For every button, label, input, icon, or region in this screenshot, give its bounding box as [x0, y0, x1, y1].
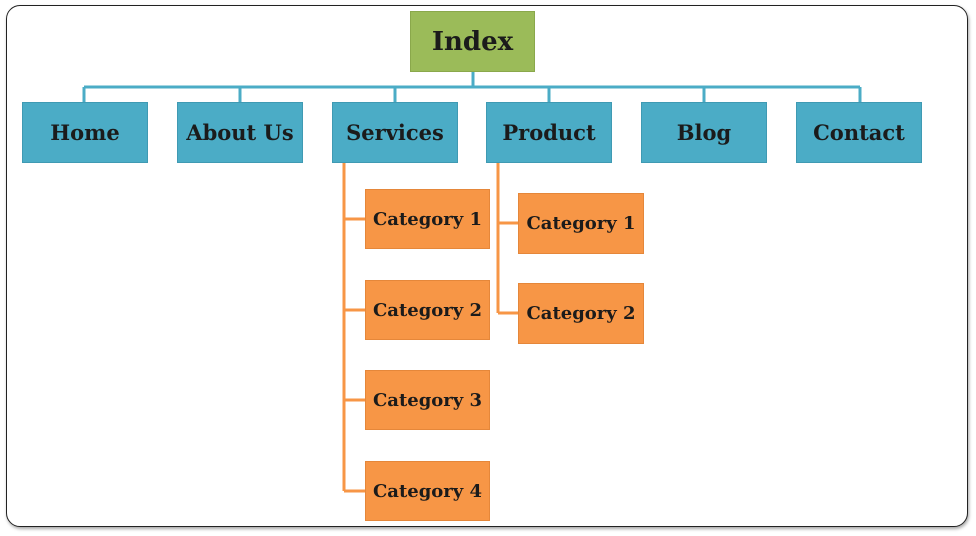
- index-node: Index: [410, 11, 535, 72]
- services-category-2: Category 2: [365, 280, 490, 340]
- nav-node-home: Home: [22, 102, 148, 163]
- services-category-1: Category 1: [365, 189, 490, 249]
- product-category-2: Category 2: [518, 283, 644, 344]
- slide-frame: [6, 5, 968, 527]
- nav-node-contact: Contact: [796, 102, 922, 163]
- nav-node-product: Product: [486, 102, 612, 163]
- nav-node-about-us: About Us: [177, 102, 303, 163]
- services-category-4: Category 4: [365, 461, 490, 521]
- nav-node-blog: Blog: [641, 102, 767, 163]
- services-category-3: Category 3: [365, 370, 490, 430]
- product-category-1: Category 1: [518, 193, 644, 254]
- nav-node-services: Services: [332, 102, 458, 163]
